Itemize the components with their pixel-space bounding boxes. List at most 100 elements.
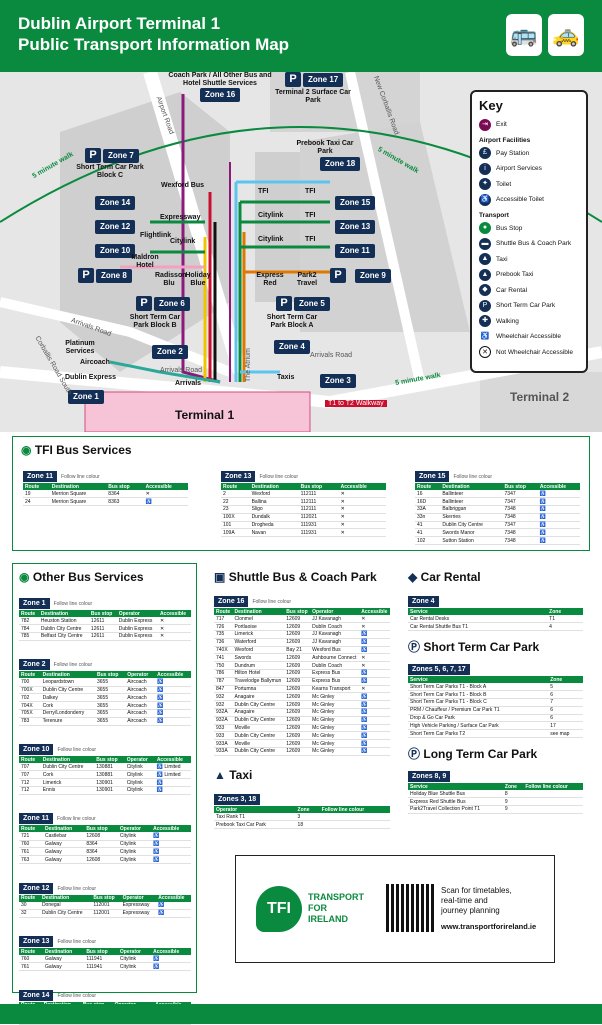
footer-bar <box>0 1004 602 1024</box>
taxi-table-cell: 18 <box>295 820 320 830</box>
other-bus-title: ◉ Other Bus Services <box>19 570 144 584</box>
other-bus-table-cell: 3655 <box>95 701 126 711</box>
other-bus-table-cell: ✕ <box>157 617 191 626</box>
long-term-table-cell: 9 <box>502 797 524 807</box>
tfi-table-cell: Merrion Square <box>49 497 107 507</box>
shuttle-table-col-header: Destination <box>232 608 285 615</box>
map-label-prebook: Prebook Taxi Car Park <box>296 140 354 155</box>
map-label-park2: Park2 Travel <box>296 272 318 287</box>
parking-icon: P <box>136 296 152 311</box>
shuttle-table-cell: Dublin Coach <box>310 661 360 671</box>
map-label-taxis: Taxis <box>277 374 295 381</box>
other-bus-table-cell: Citylink <box>117 855 152 865</box>
shuttle-table-cell: ✕ <box>359 615 390 624</box>
taxi-table-cell: Taxi Rank T1 <box>214 813 296 822</box>
other-bus-table-cell: 705X <box>19 709 41 718</box>
shuttle-table-cell: 12609 <box>284 685 311 694</box>
shuttle-table-cell: Wexford <box>232 646 285 655</box>
short-term-table-cell: see map <box>548 729 583 739</box>
other-bus-table-cell: 112001 <box>91 901 121 910</box>
tfi-table-cell: 111931 <box>298 521 339 530</box>
other-bus-table-cell: ♿ <box>156 901 191 910</box>
other-bus-table-cell: 712 <box>19 786 41 795</box>
other-bus-table-cell: Galway <box>43 955 85 964</box>
map-label-citylink-right: Citylink <box>258 212 284 219</box>
short-term-table-cell: Short Term Car Parks T1 - Block A <box>408 683 549 692</box>
other-bus-table-cell: ♿ <box>154 786 191 795</box>
shuttle-table-cell: Portlaoise <box>232 622 285 632</box>
other-bus-table-cell: Ennis <box>40 786 95 795</box>
other-bus-table-cell: 784 <box>19 624 39 634</box>
tfi-url[interactable]: www.transportforireland.ie <box>441 922 537 931</box>
taxi-table-cell <box>319 820 390 830</box>
tfi-table-cell: ✕ <box>338 490 386 499</box>
map-label-tfi-4: TFI <box>305 236 316 243</box>
other-bus-table-cell: 111941 <box>84 962 118 972</box>
other-bus-table-cell: Citylink <box>117 962 152 972</box>
tfi-table-cell: ♿ <box>537 528 580 538</box>
terminal-2-label: Terminal 2 <box>510 390 570 404</box>
short-term-table-cell: Short Term Car Parks T2 <box>408 729 549 739</box>
other-bus-table-cell: ♿ <box>154 778 191 788</box>
taxi-table-cell: 3 <box>295 813 320 822</box>
qr-code[interactable] <box>386 884 434 932</box>
tfi-table-cell: 7347 <box>502 521 538 530</box>
tfi-table-cell: 33n <box>415 513 441 522</box>
parking-icon: P <box>78 268 94 283</box>
tfi-table-col-header: Destination <box>440 483 503 490</box>
map-key: Key ⇥Exit Airport Facilities £Pay Statio… <box>470 90 588 373</box>
short-term-table-col-header: Zone <box>548 676 583 683</box>
other-bus-table-cell: 760 <box>19 840 44 849</box>
zone-7-badge: Zone 7 <box>103 149 139 163</box>
shuttle-table-cell: ♿ <box>359 677 390 686</box>
other-bus-table-col-header: Route <box>19 610 39 617</box>
other-bus-table-col-header: Bus stop <box>88 610 117 617</box>
zone-8-badge: Zone 8 <box>96 269 132 283</box>
key-facilities-title: Airport Facilities <box>479 136 531 144</box>
other-bus-table-cell: Derry/Londonderry <box>40 709 95 718</box>
other-bus-table-col-header: Destination <box>43 825 85 833</box>
tfi-table-col-header: Route <box>23 483 50 490</box>
other-bus-table-cell: 30 <box>19 901 40 910</box>
shuttle-table-cell: Limerick <box>232 630 285 639</box>
long-term-table-cell: 8 <box>502 790 524 799</box>
shuttle-table-cell: ♿ <box>359 716 390 725</box>
shuttle-table-cell: 933A <box>214 747 233 756</box>
tfi-table-cell: Ballinteer <box>440 497 503 507</box>
shuttle-table-cell: 932A <box>214 716 233 725</box>
other-bus-table-cell: 763 <box>19 855 44 865</box>
short-term-title: Ⓟ Short Term Car Park <box>408 640 540 654</box>
tfi-table-cell: 41 <box>415 521 441 530</box>
parking-icon: Ⓟ <box>408 747 421 761</box>
shuttle-table-cell: Mc Ginley <box>310 731 360 741</box>
shuttle-table-cell: 12609 <box>284 661 311 671</box>
taxi-title: ▲ Taxi <box>214 768 253 782</box>
other-bus-table-cell: 111941 <box>84 955 118 964</box>
toilet-icon: ✦ <box>479 178 491 191</box>
tfi-table-col-header: Route <box>221 483 250 490</box>
other-bus-table-col-header: Route <box>19 671 41 679</box>
tfi-table-cell: 112111 <box>298 497 339 507</box>
shuttle-table-cell: 12609 <box>284 708 311 717</box>
other-bus-table-cell: Citylink <box>117 955 152 964</box>
map-label-tfi-2: TFI <box>305 188 316 195</box>
tfi-table-cell: ♿ <box>537 505 580 514</box>
bus-icon: ◉ <box>19 570 30 584</box>
